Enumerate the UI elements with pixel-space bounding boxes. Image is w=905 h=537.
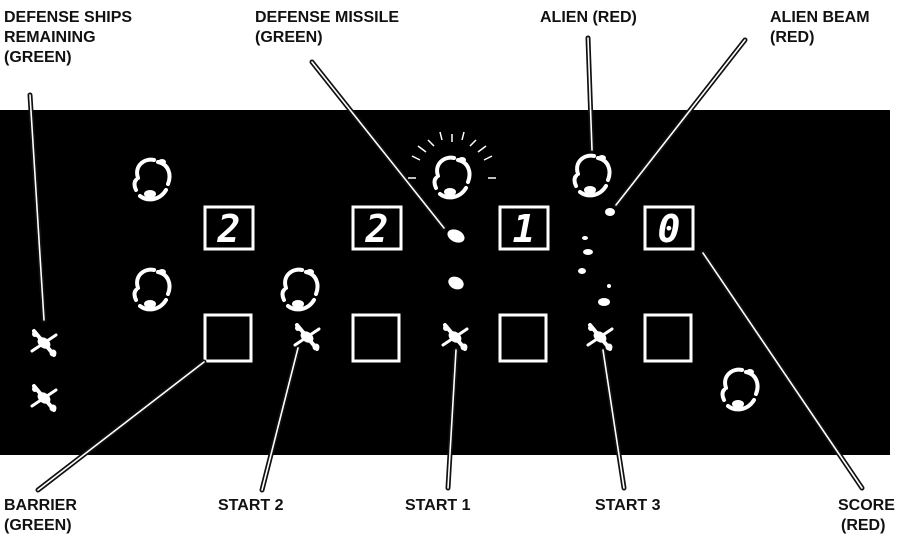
alien-beam-icon bbox=[578, 208, 615, 306]
barrier-box bbox=[643, 313, 693, 363]
label-barrier: BARRIER (GREEN) bbox=[4, 497, 81, 534]
svg-text:2: 2 bbox=[217, 207, 241, 251]
score-digit-3: 1 bbox=[498, 205, 550, 251]
barrier-box bbox=[203, 313, 253, 363]
label-defense-missile: DEFENSE MISSILE (GREEN) bbox=[255, 9, 403, 46]
label-alien-beam: ALIEN BEAM (RED) bbox=[770, 9, 874, 46]
label-start-1: START 1 bbox=[405, 497, 471, 514]
score-digit-4: 0 bbox=[643, 205, 695, 251]
label-defense-ships: DEFENSE SHIPS REMAINING (GREEN) bbox=[4, 9, 136, 66]
svg-text:0: 0 bbox=[658, 207, 681, 251]
label-alien: ALIEN (RED) bbox=[540, 9, 637, 26]
score-digit-2: 2 bbox=[351, 205, 403, 251]
score-digit-1: 2 bbox=[203, 205, 255, 251]
defense-missile-icon bbox=[448, 276, 464, 290]
leader-lines bbox=[27, 35, 865, 493]
label-score: SCORE (RED) bbox=[838, 497, 899, 534]
svg-text:1: 1 bbox=[513, 207, 536, 251]
display-panel bbox=[0, 110, 890, 455]
svg-text:2: 2 bbox=[365, 207, 389, 251]
alien-hit-icon bbox=[408, 131, 496, 200]
barrier-box bbox=[351, 313, 401, 363]
defense-missile-icon bbox=[447, 229, 465, 243]
barrier-box bbox=[498, 313, 548, 363]
label-start-2: START 2 bbox=[218, 497, 284, 514]
label-start-3: START 3 bbox=[595, 497, 661, 514]
